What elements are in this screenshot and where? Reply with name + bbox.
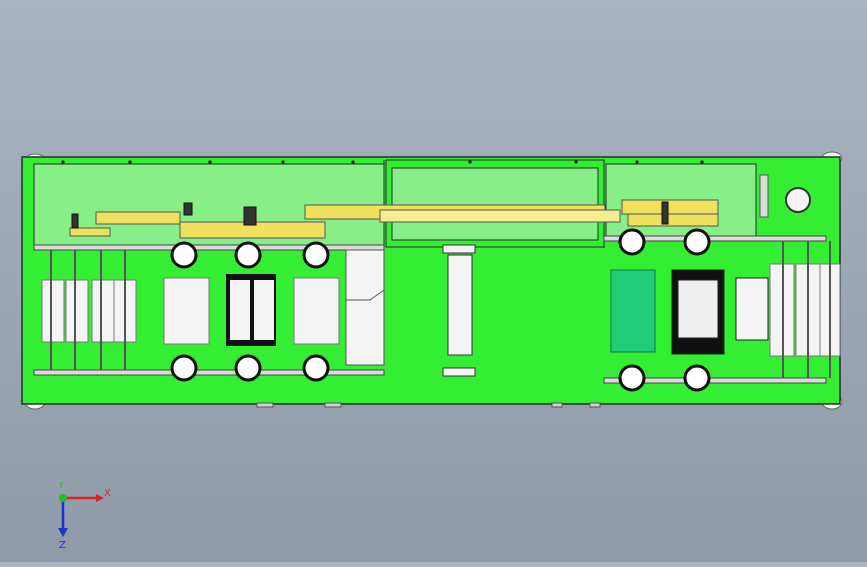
center-roller-pair: [226, 274, 276, 346]
belt-conveyor: [69, 199, 719, 239]
frame-bolts: [61, 160, 704, 164]
z-axis-label: Z: [59, 540, 66, 551]
port-fitting: [759, 174, 811, 218]
accent-roller: [610, 269, 656, 353]
y-axis-dot: [59, 494, 67, 502]
support-rails: [33, 235, 827, 384]
z-axis-arrowhead: [58, 528, 68, 537]
triad-svg: X Y Z: [57, 480, 111, 551]
bottom-tabs: [256, 402, 601, 408]
belt-motors: [71, 201, 669, 229]
drive-assembly: [671, 269, 769, 355]
y-axis-label: Y: [57, 482, 65, 491]
handwheels: [170, 228, 711, 392]
guide-plate: [345, 249, 385, 366]
coordinate-triad: X Y Z: [46, 480, 116, 552]
center-spindle: [442, 244, 476, 377]
roller-banks: [41, 263, 841, 357]
x-axis-arrowhead: [96, 494, 104, 502]
vertical-rods: [50, 241, 831, 378]
x-axis-label: X: [104, 488, 111, 499]
